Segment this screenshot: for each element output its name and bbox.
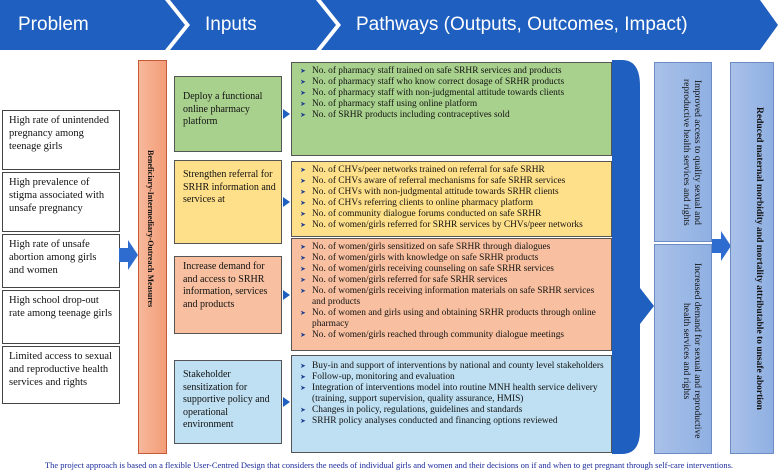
outputs-pharmacy: No. of pharmacy staff trained on safe SR…: [291, 62, 612, 156]
header-inputs: Inputs: [205, 14, 257, 35]
arrow-input1: [283, 109, 290, 119]
output-item: No. of pharmacy staff who know correct d…: [300, 77, 607, 88]
output-item: No. of women/girls reached through commu…: [300, 330, 607, 341]
input-online-pharmacy: Deploy a functional online pharmacy plat…: [174, 76, 282, 152]
problem-2: High prevalence of stigma associated wit…: [2, 172, 120, 232]
input-strengthen-referral: Strengthen referral for SRHR information…: [174, 160, 282, 244]
outputs-demand: No. of women/girls sensitized on safe SR…: [291, 238, 612, 351]
problem-3: High rate of unsafe abortion among girls…: [2, 234, 120, 288]
output-item: No. of CHVs/peer networks trained on ref…: [300, 165, 607, 176]
outcome-box-access: [654, 62, 712, 242]
input-stakeholder-sensitization: Stakeholder sensitization for supportive…: [174, 360, 282, 444]
output-item: Follow-up, monitoring and evaluation: [300, 372, 607, 383]
problem-5: Limited access to sexual and reproductiv…: [2, 346, 120, 404]
output-item: No. of women and girls using and obtaini…: [300, 308, 607, 330]
output-item: No. of women/girls with knowledge on saf…: [300, 253, 607, 264]
output-item: No. of women/girls receiving counseling …: [300, 264, 607, 275]
outputs-stakeholder: Buy-in and support of interventions by n…: [291, 355, 612, 453]
output-item: No. of community dialogue forums conduct…: [300, 209, 607, 220]
output-item: No. of women/girls referred for safe SRH…: [300, 275, 607, 286]
arrow-input2: [283, 197, 290, 207]
outputs-referral: No. of CHVs/peer networks trained on ref…: [291, 161, 612, 237]
output-item: No. of pharmacy staff with non-judgmenta…: [300, 88, 607, 99]
arrow-input4: [283, 397, 290, 407]
output-item: SRHR policy analyses conducted and finan…: [300, 416, 607, 427]
measures-label: Beneficiary-Intermediary-Outreach Measur…: [146, 150, 155, 308]
header-problem: Problem: [18, 14, 89, 35]
impact-box: [730, 62, 774, 454]
pathway-brace-arrow: [612, 60, 654, 454]
problem-1: High rate of unintended pregnancy among …: [2, 110, 120, 170]
output-item: No. of women/girls receiving information…: [300, 286, 607, 308]
output-item: No. of pharmacy staff using online platf…: [300, 99, 607, 110]
measures-bar: [138, 60, 167, 454]
output-item: No. of women/girls referred for SRHR ser…: [300, 220, 607, 231]
header-pathways: Pathways (Outputs, Outcomes, Impact): [356, 14, 688, 35]
outcome-access: Improved access to quality sexual and re…: [681, 78, 702, 226]
input-increase-demand: Increase demand for and access to SRHR i…: [174, 256, 282, 334]
footer-note: The project approach is based on a flexi…: [44, 460, 734, 470]
output-item: No. of CHVs with non-judgmental attitude…: [300, 187, 607, 198]
output-item: No. of SRHR products including contracep…: [300, 110, 607, 121]
header-chevrons: [0, 0, 778, 50]
arrow-outcomes-to-impact: [712, 231, 731, 261]
output-item: No. of CHVs referring clients to online …: [300, 198, 607, 209]
output-item: Changes in policy, regulations, guidelin…: [300, 405, 607, 416]
outcome-demand: Increased demand for sexual and reproduc…: [681, 263, 702, 439]
outcome-box-demand: [654, 244, 712, 454]
output-item: No. of women/girls sensitized on safe SR…: [300, 242, 607, 253]
problem-4: High school drop-out rate among teenage …: [2, 290, 120, 344]
output-item: No. of CHVs aware of referral mechanisms…: [300, 176, 607, 187]
arrow-input3: [283, 290, 290, 300]
output-item: No. of pharmacy staff trained on safe SR…: [300, 66, 607, 77]
arrow-problems-to-measures: [119, 240, 138, 270]
impact-text: Reduced maternal morbidity and mortality…: [754, 106, 764, 410]
header-banner: Problem Inputs Pathways (Outputs, Outcom…: [0, 0, 778, 50]
output-item: Integration of interventions model into …: [300, 383, 607, 405]
output-item: Buy-in and support of interventions by n…: [300, 361, 607, 372]
